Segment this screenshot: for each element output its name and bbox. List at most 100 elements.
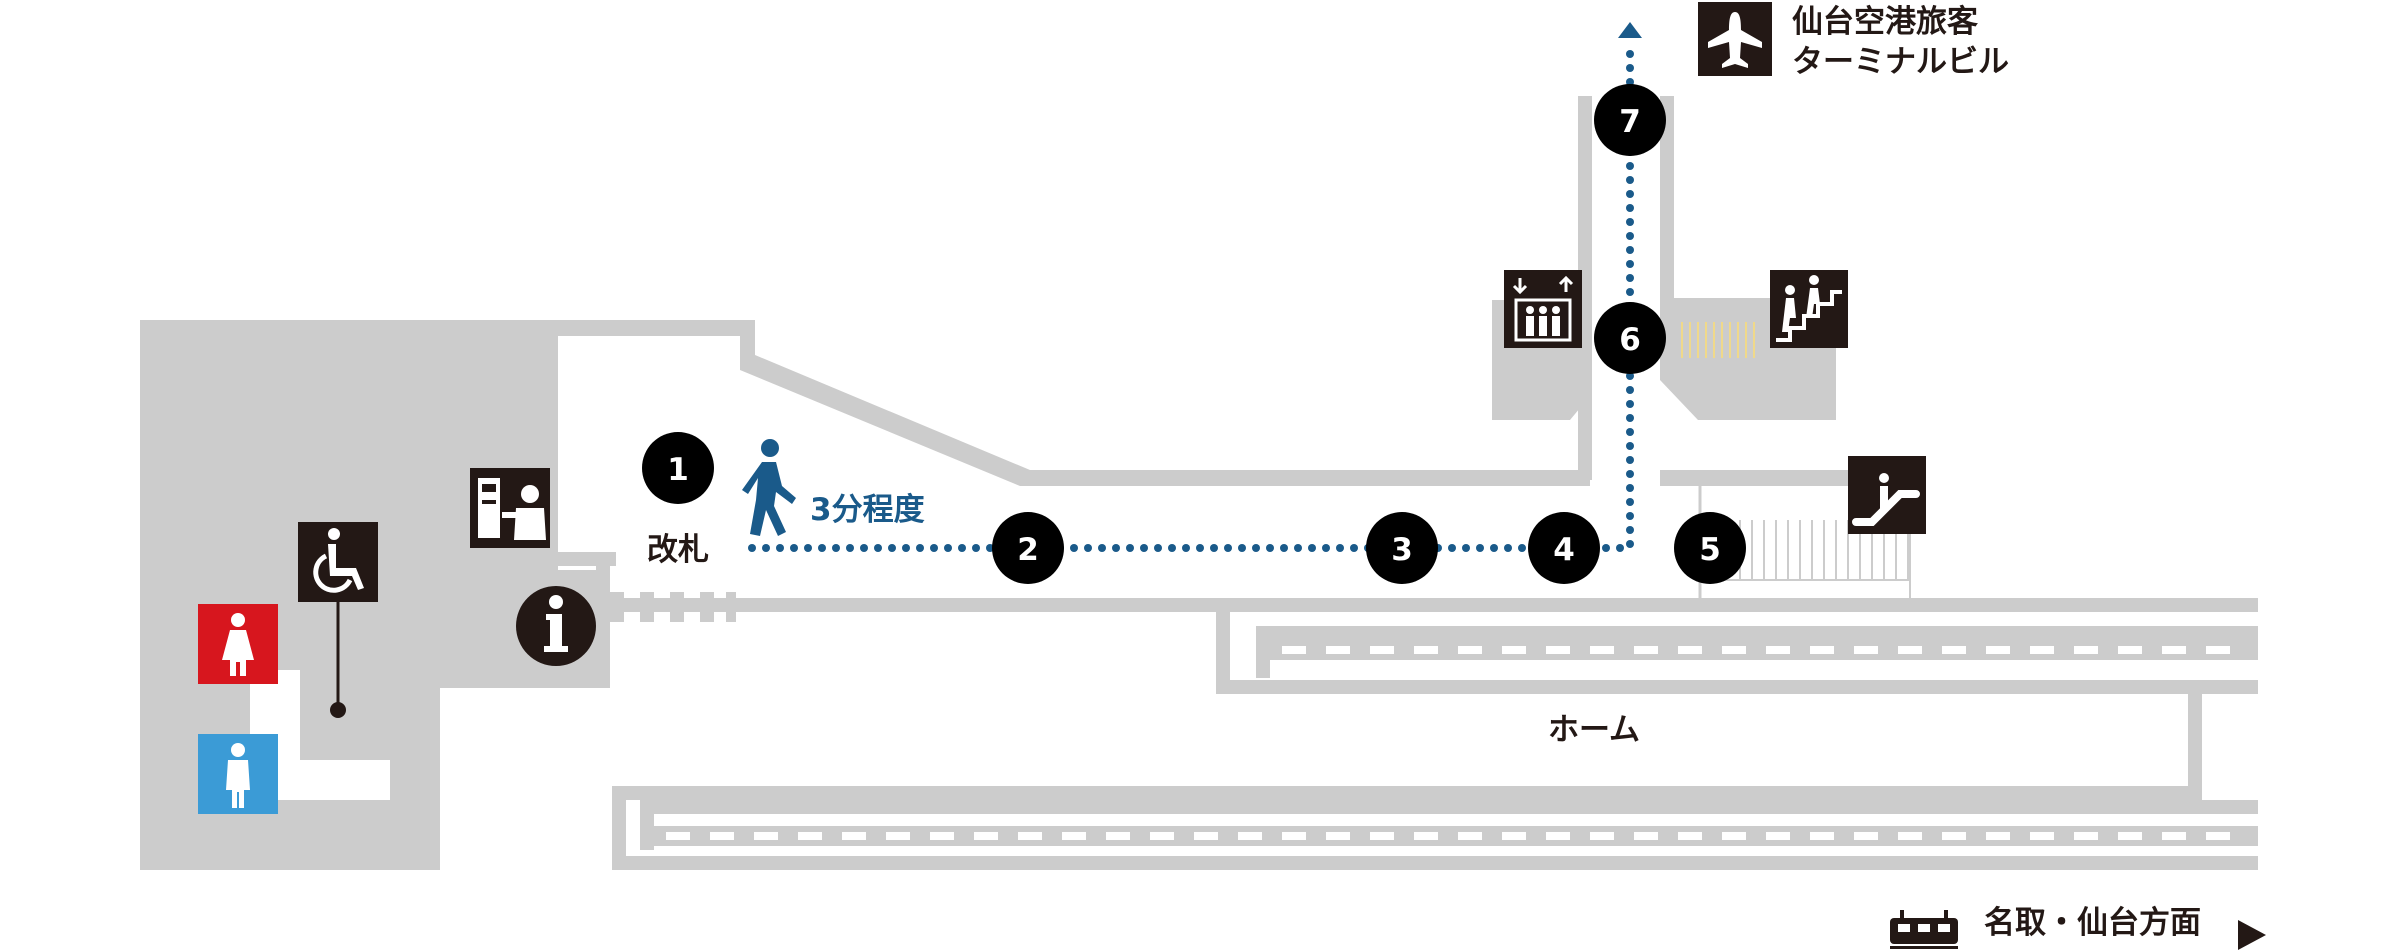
route-dot xyxy=(1626,218,1634,226)
track-dash xyxy=(842,832,866,840)
stop-number: 2 xyxy=(1017,532,1039,568)
track-dash xyxy=(2162,832,2186,840)
bottom-wall xyxy=(612,856,2258,870)
route-dot xyxy=(1448,544,1456,552)
route-dot xyxy=(1626,162,1634,170)
route-dot xyxy=(1308,544,1316,552)
route-dot xyxy=(1490,544,1498,552)
route-dot xyxy=(1280,544,1288,552)
route-dot xyxy=(1626,484,1634,492)
track-dash xyxy=(1898,646,1922,654)
route-dot xyxy=(1084,544,1092,552)
route-dot xyxy=(1238,544,1246,552)
route-dot xyxy=(972,544,980,552)
route-dot xyxy=(1182,544,1190,552)
track-dash xyxy=(1326,832,1350,840)
route-dot xyxy=(1602,544,1610,552)
track2-inner-top xyxy=(640,800,2258,814)
stop-marker-1: 1 xyxy=(642,432,714,504)
route-dot xyxy=(1626,204,1634,212)
train-icon xyxy=(1890,910,1958,949)
route-dot xyxy=(1626,442,1634,450)
track-dash xyxy=(1150,832,1174,840)
track-dash xyxy=(754,832,778,840)
route-dot xyxy=(1322,544,1330,552)
triangle-right-icon xyxy=(2238,920,2266,950)
track-dash xyxy=(1238,832,1262,840)
track-dash xyxy=(1854,646,1878,654)
track-dash xyxy=(1370,832,1394,840)
route-dot xyxy=(1626,526,1634,534)
track1-top-frame xyxy=(1256,626,2258,640)
route-dot xyxy=(1626,540,1634,548)
route-dot xyxy=(790,544,798,552)
track-dash xyxy=(1722,646,1746,654)
route-dot xyxy=(930,544,938,552)
stop-number: 5 xyxy=(1699,532,1721,568)
route-dot xyxy=(1476,544,1484,552)
track1-upper-wall2 xyxy=(1216,680,2258,694)
route-dot xyxy=(888,544,896,552)
route-dot xyxy=(1626,246,1634,254)
track2-top-wall xyxy=(612,786,2202,800)
ticket-machine-icon xyxy=(470,468,550,548)
wheelchair-icon xyxy=(298,522,378,602)
track-dash xyxy=(1370,646,1394,654)
route-dot xyxy=(762,544,770,552)
route-dot xyxy=(916,544,924,552)
route-dot xyxy=(832,544,840,552)
route-dot xyxy=(776,544,784,552)
route-dot xyxy=(1252,544,1260,552)
track-dash xyxy=(2206,832,2230,840)
route-dot xyxy=(1462,544,1470,552)
stop-number: 7 xyxy=(1619,104,1641,140)
route-dot xyxy=(1224,544,1232,552)
track-dash xyxy=(1634,832,1658,840)
track-dash xyxy=(2162,646,2186,654)
track-dash xyxy=(1546,832,1570,840)
route-dot xyxy=(1626,64,1634,72)
track-dash xyxy=(1766,646,1790,654)
route-dot xyxy=(1126,544,1134,552)
stair-hatching xyxy=(1699,320,1761,400)
stop-marker-4: 4 xyxy=(1528,512,1600,584)
stop-number: 1 xyxy=(667,452,689,488)
stop-marker-6: 6 xyxy=(1594,302,1666,374)
track-dash xyxy=(1898,832,1922,840)
terminal-label-line1: 仙台空港旅客 xyxy=(1792,4,1978,40)
gate-markers xyxy=(610,592,736,622)
route-dot xyxy=(958,544,966,552)
stairs-icon xyxy=(1770,270,1848,348)
information-icon xyxy=(516,586,596,666)
route-dot xyxy=(1616,544,1624,552)
walk-time-label: 3分程度 xyxy=(810,492,925,528)
route-dot xyxy=(874,544,882,552)
track-dash xyxy=(1590,646,1614,654)
track-dash xyxy=(1018,832,1042,840)
track-dash xyxy=(1722,832,1746,840)
track-dash xyxy=(1502,832,1526,840)
route-dot xyxy=(1154,544,1162,552)
corridor-wall-lower-right xyxy=(1660,470,1860,486)
track1-upper-wall xyxy=(1216,612,1230,694)
route-dot xyxy=(1626,288,1634,296)
route-dot xyxy=(1626,190,1634,198)
track-dash xyxy=(710,832,734,840)
female-toilet-icon xyxy=(198,604,278,684)
terminal-label-line2: ターミナルビル xyxy=(1792,44,2009,80)
escalator-icon xyxy=(1848,456,1926,534)
track-dash xyxy=(886,832,910,840)
track-dash xyxy=(1986,832,2010,840)
stop-number: 3 xyxy=(1391,532,1413,568)
track-2 xyxy=(654,826,2258,846)
track-dash xyxy=(1502,646,1526,654)
track-dash xyxy=(1326,646,1350,654)
track-dash xyxy=(2074,832,2098,840)
track-dash xyxy=(1458,832,1482,840)
route-dot xyxy=(1626,456,1634,464)
track-dash xyxy=(798,832,822,840)
track-dash xyxy=(1942,646,1966,654)
route-dot xyxy=(986,544,994,552)
route-dot xyxy=(1626,470,1634,478)
